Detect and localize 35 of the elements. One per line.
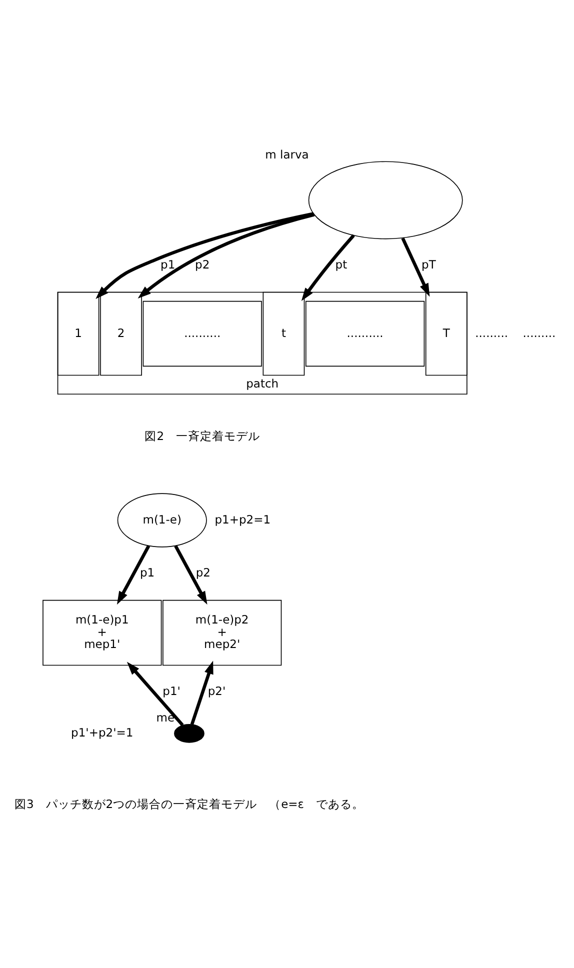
node-label: me	[156, 710, 175, 724]
arrow	[116, 544, 150, 604]
label: p1+p2=1	[214, 512, 271, 526]
arrow	[190, 660, 214, 724]
edge-label: p1	[140, 565, 155, 580]
node-ellipse: m(1-e)	[117, 492, 207, 547]
label: p1'+p2'=1	[71, 724, 134, 739]
edge-label: p2	[195, 257, 210, 272]
arrow	[301, 234, 355, 301]
label: 図3 パッチ数が2つの場合の一斉定着モデル （e=ε である。	[14, 796, 364, 810]
node-box: 1	[57, 291, 100, 376]
node-box: 2	[100, 291, 142, 376]
label: .........	[475, 325, 508, 340]
edge-label: pT	[422, 257, 436, 272]
node-ellipse	[308, 160, 463, 239]
node-label: m larva	[265, 146, 309, 161]
edge-label: p2	[196, 565, 211, 580]
node-box: T	[425, 291, 468, 376]
edge-label: p1'	[162, 683, 180, 698]
node-box: m(1-e)p2 + mep2'	[162, 599, 282, 666]
label: 図2 一斉定着モデル	[144, 428, 260, 442]
node-box: ..........	[305, 300, 425, 366]
arrow	[138, 212, 315, 298]
arrow	[96, 212, 314, 299]
node-ellipse	[174, 724, 204, 742]
edge-label: pt	[335, 257, 348, 272]
edge-label: p1	[160, 257, 176, 272]
node-box: t	[262, 291, 305, 376]
arrow	[174, 544, 208, 604]
label: .........	[522, 325, 556, 340]
edge-label: p2'	[208, 683, 226, 698]
arrow	[401, 236, 430, 296]
node-box: ..........	[142, 300, 262, 366]
node-box: m(1-e)p1 + mep1'	[42, 599, 162, 666]
arrow	[126, 661, 184, 726]
